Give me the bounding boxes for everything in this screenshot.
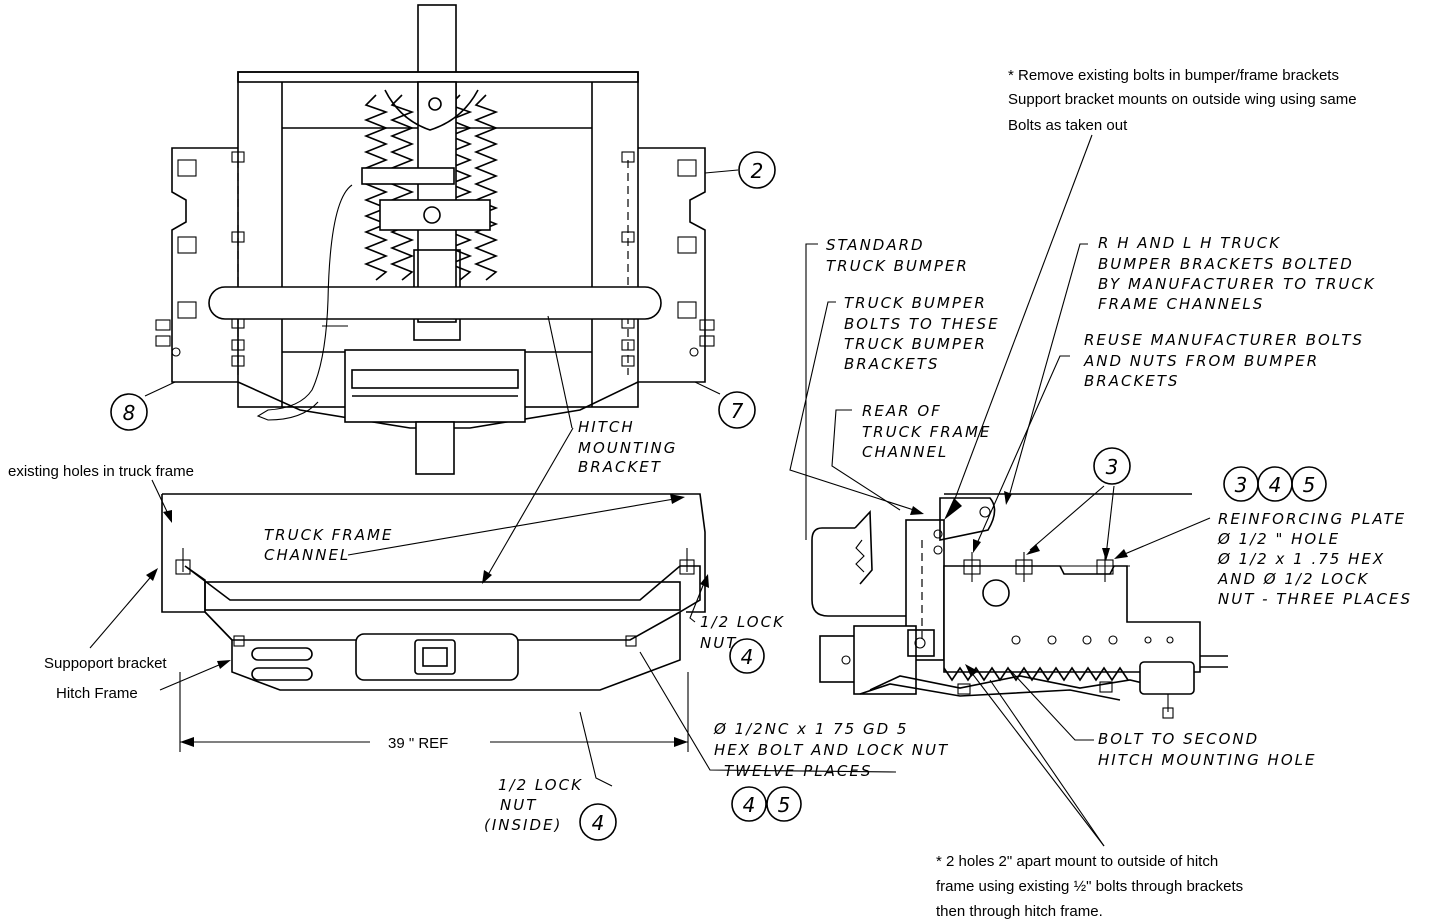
svg-text:4: 4: [743, 793, 756, 817]
svg-text:TRUCK BUMPER: TRUCK BUMPER: [844, 294, 987, 312]
svg-text:(INSIDE): (INSIDE): [484, 816, 562, 834]
svg-text:CHANNEL: CHANNEL: [264, 546, 350, 564]
hitch-bracket-label: HITCH MOUNTING BRACKET: [578, 418, 677, 476]
existing-holes-label: existing holes in truck frame: [8, 463, 194, 480]
balloon-5-hexbolt: 5: [766, 786, 802, 822]
svg-text:5: 5: [778, 793, 791, 817]
svg-text:STANDARD: STANDARD: [826, 236, 925, 254]
svg-text:R H AND L H TRUCK: R H AND L H TRUCK: [1098, 234, 1281, 252]
svg-text:Ø 1/2 " HOLE: Ø 1/2 " HOLE: [1217, 530, 1340, 548]
svg-text:BUMPER BRACKETS BOLTED: BUMPER BRACKETS BOLTED: [1098, 255, 1354, 273]
svg-text:* Remove existing bolts in bum: * Remove existing bolts in bumper/frame …: [1008, 67, 1339, 84]
svg-text:HEX BOLT AND LOCK NUT: HEX BOLT AND LOCK NUT: [714, 741, 949, 759]
svg-text:then through hitch frame.: then through hitch frame.: [936, 903, 1103, 920]
dimension-label: 39 " REF: [388, 735, 448, 752]
svg-text:4: 4: [592, 811, 605, 835]
balloon-4-hexbolt: 4: [731, 786, 767, 822]
svg-text:BRACKET: BRACKET: [578, 458, 662, 476]
svg-text:NUT: NUT: [500, 796, 537, 814]
svg-text:MOUNTING: MOUNTING: [578, 439, 677, 457]
svg-text:TWELVE PLACES: TWELVE PLACES: [724, 762, 872, 780]
svg-text:5: 5: [1303, 473, 1316, 497]
svg-text:4: 4: [741, 645, 754, 669]
two-holes-note: * 2 holes 2" apart mount to outside of h…: [936, 853, 1243, 920]
leader-lines: [89, 134, 1211, 847]
svg-text:Ø 1/2 x 1 .75 HEX: Ø 1/2 x 1 .75 HEX: [1217, 550, 1385, 568]
balloon-4-reinforcing: 4: [1257, 466, 1293, 502]
truck-frame-channel-label: TRUCK FRAME CHANNEL: [264, 526, 393, 564]
balloon-2: 2: [738, 151, 776, 189]
svg-text:CHANNEL: CHANNEL: [862, 443, 948, 461]
front-view-hitch: [161, 493, 706, 752]
svg-text:REUSE MANUFACTURER BOLTS: REUSE MANUFACTURER BOLTS: [1084, 331, 1364, 349]
svg-text:* 2 holes 2" apart mount to ou: * 2 holes 2" apart mount to outside of h…: [936, 853, 1218, 870]
svg-text:Bolts as taken out: Bolts as taken out: [1008, 117, 1128, 134]
svg-text:NUT: NUT: [700, 634, 737, 652]
svg-text:BRACKETS: BRACKETS: [1084, 372, 1179, 390]
hitch-frame-label: Hitch Frame: [56, 685, 138, 702]
remove-bolts-note: * Remove existing bolts in bumper/frame …: [1008, 67, 1357, 134]
balloon-5-reinforcing: 5: [1291, 466, 1327, 502]
lock-nut-inside-label: 1/2 LOCK NUT (INSIDE): [484, 776, 583, 834]
balloon-8: 8: [110, 393, 148, 431]
svg-text:REAR OF: REAR OF: [862, 402, 942, 420]
svg-text:Ø 1/2NC x 1 75 GD 5: Ø 1/2NC x 1 75 GD 5: [713, 720, 908, 738]
svg-text:TRUCK FRAME: TRUCK FRAME: [862, 423, 991, 441]
svg-text:HITCH MOUNTING HOLE: HITCH MOUNTING HOLE: [1098, 751, 1316, 769]
balloon-3-side: 3: [1093, 447, 1131, 485]
svg-text:BOLTS TO THESE: BOLTS TO THESE: [844, 315, 1000, 333]
lock-nut-label: 1/2 LOCK NUT: [700, 613, 785, 652]
balloon-4-inside: 4: [579, 803, 617, 841]
svg-text:frame using existing ½" bolts: frame using existing ½" bolts through br…: [936, 878, 1243, 895]
svg-text:BRACKETS: BRACKETS: [844, 355, 939, 373]
top-view-assembly: [155, 4, 715, 475]
rh-lh-brackets-label: R H AND L H TRUCK BUMPER BRACKETS BOLTED…: [1098, 234, 1376, 313]
side-view-hitch: [811, 493, 1228, 719]
svg-text:2: 2: [751, 159, 764, 183]
svg-text:8: 8: [123, 401, 136, 425]
balloon-7: 7: [718, 391, 756, 429]
balloon-3-reinforcing: 3: [1223, 466, 1259, 502]
svg-text:1/2 LOCK: 1/2 LOCK: [700, 613, 785, 631]
svg-text:BY MANUFACTURER TO TRUCK: BY MANUFACTURER TO TRUCK: [1098, 275, 1376, 293]
svg-text:BOLT TO SECOND: BOLT TO SECOND: [1098, 730, 1259, 748]
svg-text:FRAME CHANNELS: FRAME CHANNELS: [1098, 295, 1264, 313]
svg-text:3: 3: [1106, 455, 1119, 479]
svg-text:7: 7: [731, 399, 744, 423]
balloon-4-locknut: 4: [729, 638, 765, 674]
svg-text:REINFORCING PLATE: REINFORCING PLATE: [1218, 510, 1406, 528]
svg-text:HITCH: HITCH: [578, 418, 635, 436]
bumper-bolts-label: TRUCK BUMPER BOLTS TO THESE TRUCK BUMPER…: [844, 294, 1000, 373]
svg-text:Support bracket mounts on outs: Support bracket mounts on outside wing u…: [1008, 91, 1357, 108]
bolt-second-hole-label: BOLT TO SECOND HITCH MOUNTING HOLE: [1098, 730, 1316, 769]
reinforcing-plate-label: REINFORCING PLATE Ø 1/2 " HOLE Ø 1/2 x 1…: [1217, 510, 1412, 608]
svg-text:3: 3: [1235, 473, 1248, 497]
svg-text:TRUCK FRAME: TRUCK FRAME: [264, 526, 393, 544]
svg-text:AND NUTS FROM BUMPER: AND NUTS FROM BUMPER: [1083, 352, 1319, 370]
svg-text:TRUCK BUMPER: TRUCK BUMPER: [826, 257, 969, 275]
support-bracket-label: Suppoport bracket: [44, 655, 167, 672]
svg-text:TRUCK BUMPER: TRUCK BUMPER: [844, 335, 987, 353]
rear-frame-label: REAR OF TRUCK FRAME CHANNEL: [862, 402, 991, 461]
standard-bumper-label: STANDARD TRUCK BUMPER: [826, 236, 969, 275]
svg-text:AND Ø 1/2 LOCK: AND Ø 1/2 LOCK: [1217, 570, 1369, 588]
svg-text:NUT - THREE PLACES: NUT - THREE PLACES: [1218, 590, 1412, 608]
svg-text:4: 4: [1269, 473, 1282, 497]
hex-bolt-label: Ø 1/2NC x 1 75 GD 5 HEX BOLT AND LOCK NU…: [713, 720, 949, 780]
reuse-bolts-label: REUSE MANUFACTURER BOLTS AND NUTS FROM B…: [1083, 331, 1364, 390]
svg-text:1/2 LOCK: 1/2 LOCK: [498, 776, 583, 794]
